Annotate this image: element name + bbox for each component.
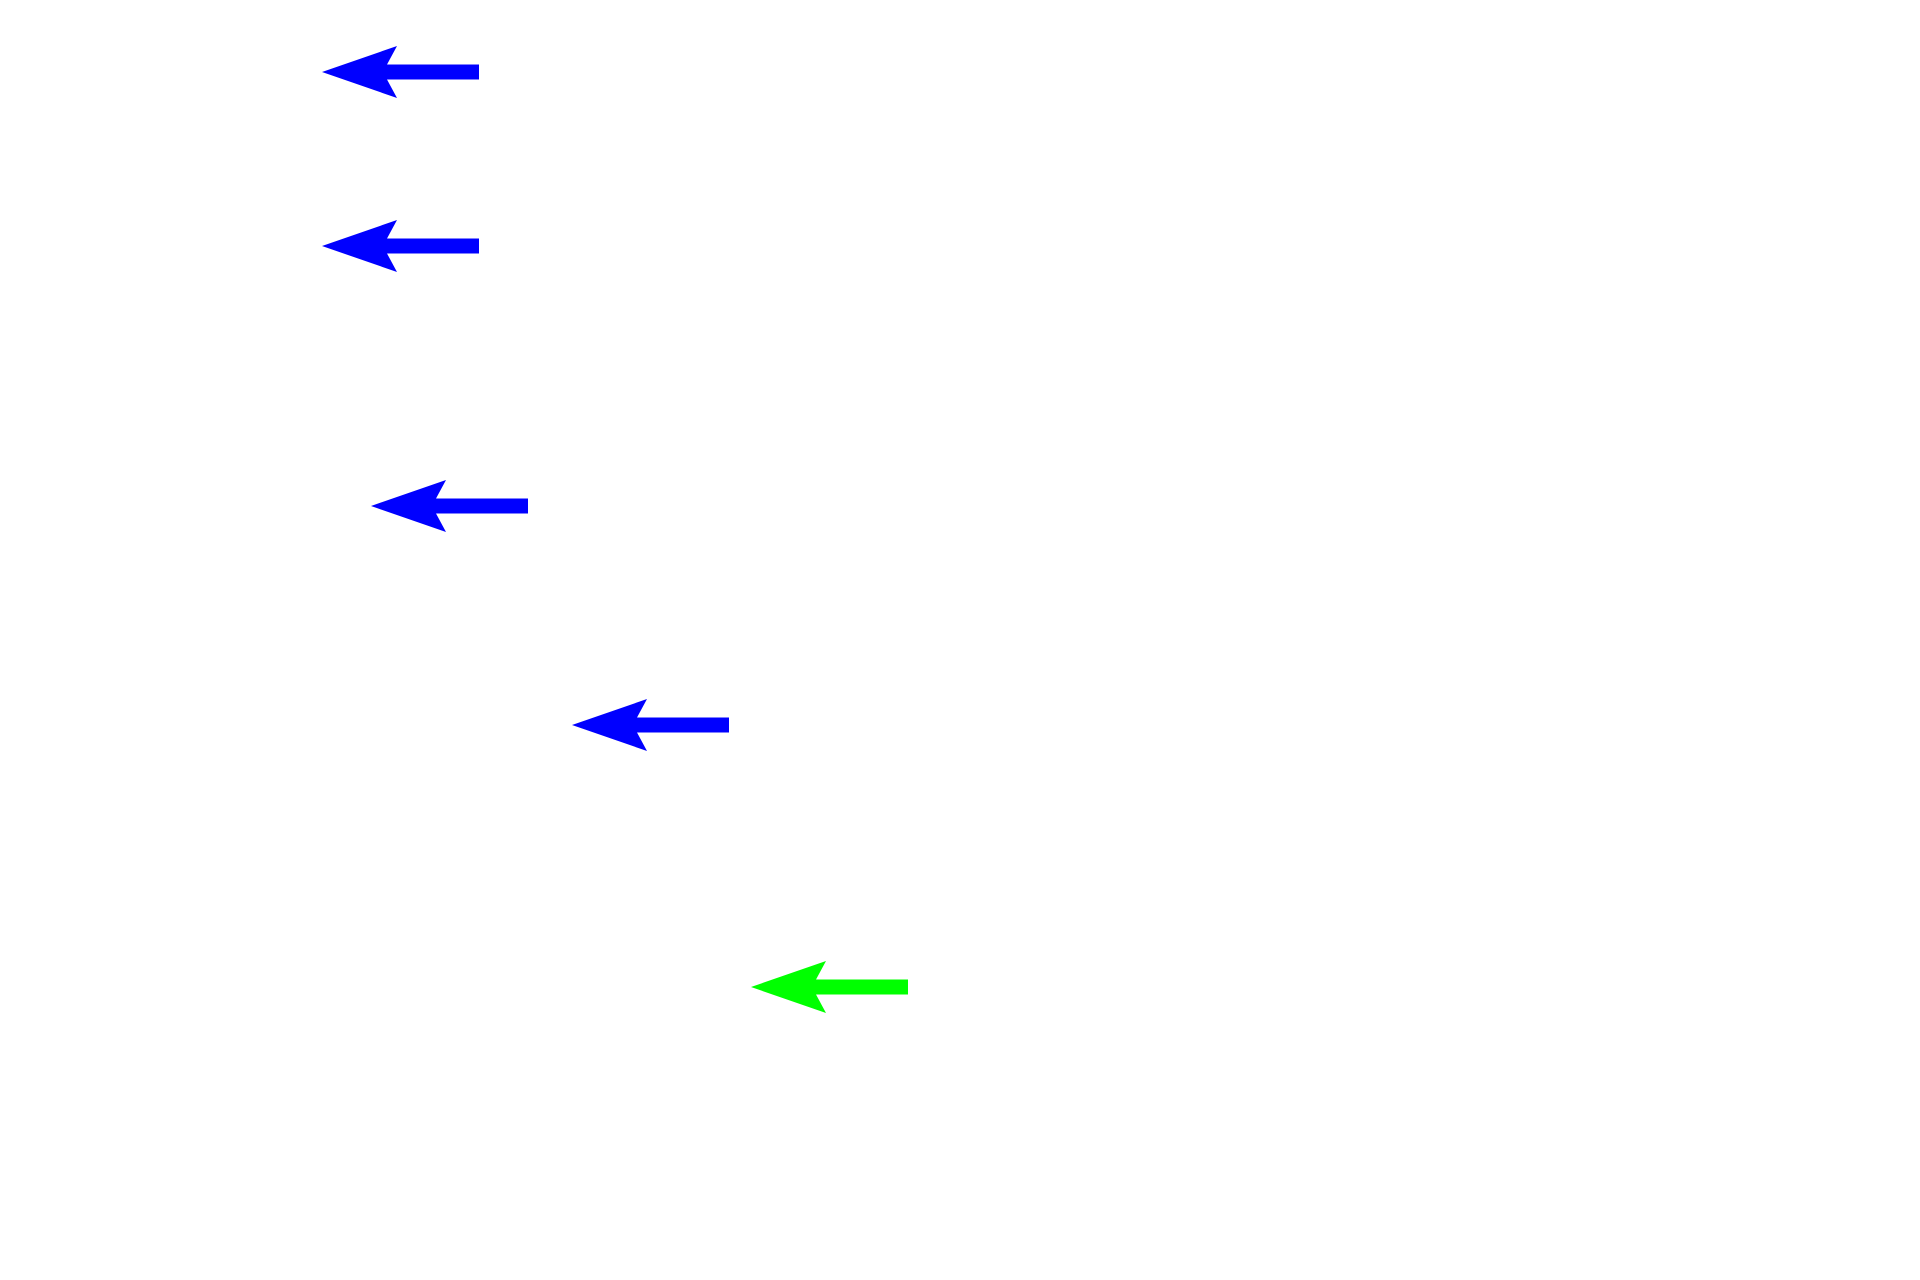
pointer-arrow-icon <box>322 46 479 98</box>
pointer-arrow-icon <box>322 220 479 272</box>
pointer-arrow-icon <box>751 961 908 1013</box>
pointer-arrow-icon <box>371 480 528 532</box>
pointer-arrow-icon <box>572 699 729 751</box>
